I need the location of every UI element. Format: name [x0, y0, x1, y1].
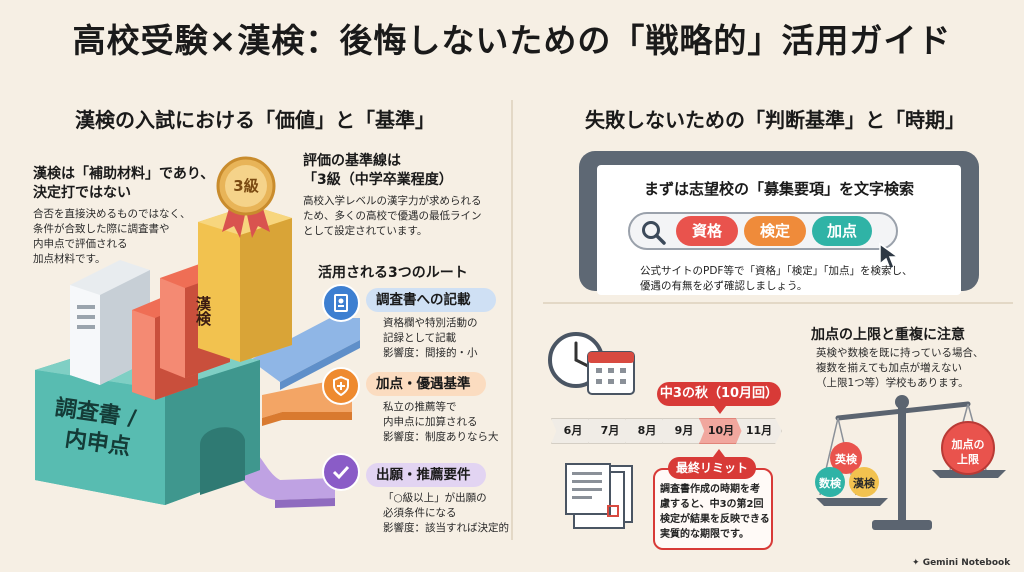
credit-label: Gemini Notebook	[922, 558, 1011, 568]
route-body-bonus-2: 内申点に加算される	[383, 416, 478, 428]
month-august: 8月	[625, 418, 669, 444]
scale-cap-label-2: 上限	[957, 453, 979, 466]
cursor-icon	[879, 242, 901, 271]
credit: ✦ Gemini Notebook	[912, 558, 1010, 568]
note-baseline: 評価の基準線は 「3級（中学卒業程度） 高校入学レベルの漢字力が求められる ため…	[303, 152, 513, 239]
kanken-block-label: 漢検	[194, 296, 212, 326]
limit-pointer	[713, 449, 725, 457]
month-july: 7月	[588, 418, 632, 444]
cap-heading: 加点の上限と重複に注意	[811, 327, 965, 343]
note-auxiliary-heading-2: 決定打ではない	[33, 185, 131, 201]
limit-body-1: 調査書作成の時期を考	[660, 484, 760, 495]
calendar-icon	[587, 351, 635, 395]
search-body: 公式サイトのPDF等で「資格」「検定」「加点」を検索し、 優遇の有無を必ず確認し…	[640, 264, 912, 294]
note-baseline-heading-2: 「3級（中学卒業程度）	[303, 172, 453, 188]
route-body-report-2: 記録として記載	[383, 332, 457, 344]
month-october: 10月	[699, 418, 743, 444]
month-june: 6月	[551, 418, 595, 444]
credit-icon: ✦	[912, 558, 920, 568]
timeline-target-badge: 中3の秋（10月回）	[657, 382, 781, 406]
cap-body-1: 英検や数検を既に持っている場合、	[816, 347, 984, 359]
pill-exam: 検定	[744, 216, 806, 246]
route-body-report-3: 影響度：間接的・小	[383, 347, 478, 359]
horizontal-divider	[543, 302, 1013, 304]
note-baseline-heading-1: 評価の基準線は	[303, 153, 401, 169]
pill-bonus: 加点	[812, 216, 872, 246]
medal-label: 3級	[233, 177, 259, 195]
scale-ball-eiken: 英検	[835, 453, 857, 466]
cap-body-2: 複数を揃えても加点が増えない	[816, 362, 962, 374]
search-body-2: 優遇の有無を必ず確認しましょう。	[640, 280, 808, 292]
scale-cap-label-1: 加点の	[951, 438, 985, 451]
note-auxiliary-body-4: 加点材料です。	[33, 253, 106, 265]
month-september: 9月	[662, 418, 706, 444]
routes-title: 活用される3つのルート	[318, 265, 468, 281]
note-auxiliary-body-1: 合否を直接決めるものではなく、	[33, 208, 191, 220]
route-body-requirement-3: 影響度：該当すれば決定的	[383, 522, 509, 534]
route-body-bonus: 私立の推薦等で 内申点に加算される 影響度：制度ありなら大	[383, 400, 499, 445]
limit-body-4: 実質的な期限です。	[660, 529, 749, 540]
limit-body: 調査書作成の時期を考 慮すると、中3の第2回 検定が結果を反映できる 実質的な期…	[660, 482, 772, 542]
route-body-requirement: 「○級以上」が出願の 必須条件になる 影響度：該当すれば決定的	[383, 491, 509, 536]
document-icon	[322, 284, 360, 322]
note-auxiliary-heading-1: 漢検は「補助材料」であり、	[33, 166, 215, 182]
cap-body: 英検や数検を既に持っている場合、 複数を揃えても加点が増えない （上限1つ等）学…	[816, 346, 983, 391]
note-baseline-body-2: ため、多くの高校で優遇の最低ライン	[303, 210, 482, 222]
limit-body-3: 検定が結果を反映できる	[660, 514, 770, 525]
left-section-title: 漢検の入試における「価値」と「基準」	[75, 108, 435, 132]
scale-ball-suken: 数検	[819, 477, 841, 490]
route-body-requirement-1: 「○級以上」が出願の	[383, 492, 487, 504]
balance-scale	[815, 395, 1006, 530]
month-november: 11月	[736, 418, 782, 444]
scale-ball-kanken: 漢検	[853, 477, 875, 490]
limit-body-2: 慮すると、中3の第2回	[660, 499, 764, 510]
search-body-1: 公式サイトのPDF等で「資格」「検定」「加点」を検索し、	[640, 265, 913, 277]
route-arm-blue	[250, 318, 360, 390]
note-baseline-body-3: として設定されています。	[303, 225, 428, 237]
route-label-requirement: 出願・推薦要件	[366, 463, 486, 487]
search-icon	[642, 221, 666, 245]
badge-pointer	[714, 406, 726, 414]
limit-badge: 最終リミット	[668, 457, 756, 479]
shield-plus-icon	[322, 367, 360, 405]
route-body-requirement-2: 必須条件になる	[383, 507, 457, 519]
right-section-title: 失敗しないための「判断基準」と「時期」	[585, 108, 965, 132]
level-medal	[216, 156, 276, 238]
note-auxiliary: 漢検は「補助材料」であり、 決定打ではない 合否を直接決めるものではなく、 条件…	[33, 165, 233, 267]
note-auxiliary-body-3: 内申点で評価される	[33, 238, 128, 250]
route-body-report: 資格欄や特別活動の 記録として記載 影響度：間接的・小	[383, 316, 478, 361]
pill-qualification: 資格	[676, 216, 738, 246]
documents-icon	[565, 463, 633, 529]
clock-calendar-illustration	[548, 332, 635, 395]
route-body-bonus-1: 私立の推薦等で	[383, 401, 457, 413]
level-pillar	[198, 205, 292, 362]
search-heading: まずは志望校の「募集要項」を文字検索	[643, 180, 914, 198]
cap-body-3: （上限1つ等）学校もあります。	[816, 377, 969, 389]
note-baseline-body-1: 高校入学レベルの漢字力が求められる	[303, 195, 482, 207]
main-title: 高校受験×漢検：後悔しないための「戦略的」活用ガイド	[72, 21, 952, 60]
route-body-bonus-3: 影響度：制度ありなら大	[383, 431, 499, 443]
route-label-bonus: 加点・優遇基準	[366, 372, 486, 396]
check-icon	[322, 453, 360, 491]
vertical-divider	[511, 100, 513, 540]
route-label-report: 調査書への記載	[366, 288, 496, 312]
route-body-report-1: 資格欄や特別活動の	[383, 317, 478, 329]
note-auxiliary-body-2: 条件が合致した際に調査書や	[33, 223, 170, 235]
